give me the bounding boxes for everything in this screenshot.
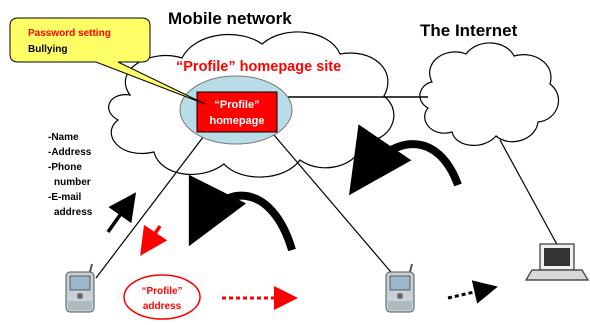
red-download-arrow — [140, 224, 168, 256]
upload-arrow — [106, 192, 137, 234]
info-email-line2: address — [54, 207, 93, 218]
right-phone-icon — [385, 263, 415, 313]
laptop-icon — [524, 243, 590, 281]
internet-title: The Internet — [420, 21, 518, 40]
internet-cloud — [419, 42, 560, 146]
address-label-line2: address — [143, 301, 182, 312]
profile-address-oval — [123, 274, 201, 320]
curved-arrow-right — [348, 124, 462, 196]
address-label-line1: “Profile” — [141, 286, 182, 297]
callout-bubble — [9, 17, 206, 105]
internet-to-laptop-link — [499, 139, 561, 251]
black-dotted-arrow — [447, 280, 498, 304]
info-name: -Name — [48, 132, 79, 143]
info-phone-line1: -Phone — [48, 162, 82, 173]
profile-homepage-box — [196, 91, 278, 133]
homepage-label-line2: homepage — [209, 115, 264, 127]
homepage-site-title: “Profile” homepage site — [176, 59, 341, 75]
info-phone-line2: number — [54, 177, 91, 188]
info-address: -Address — [48, 147, 92, 158]
curved-arrow-center — [188, 174, 296, 252]
callout-text-line2: Bullying — [28, 44, 67, 55]
mobile-network-title: Mobile network — [168, 9, 292, 28]
info-email-line1: -E-mail — [48, 192, 82, 203]
left-phone-icon — [65, 263, 95, 313]
homepage-to-right-phone-link — [267, 127, 397, 279]
homepage-label-line1: “Profile” — [214, 99, 259, 111]
homepage-to-left-phone-link — [95, 127, 211, 279]
callout-text-line1: Password setting — [28, 28, 111, 39]
